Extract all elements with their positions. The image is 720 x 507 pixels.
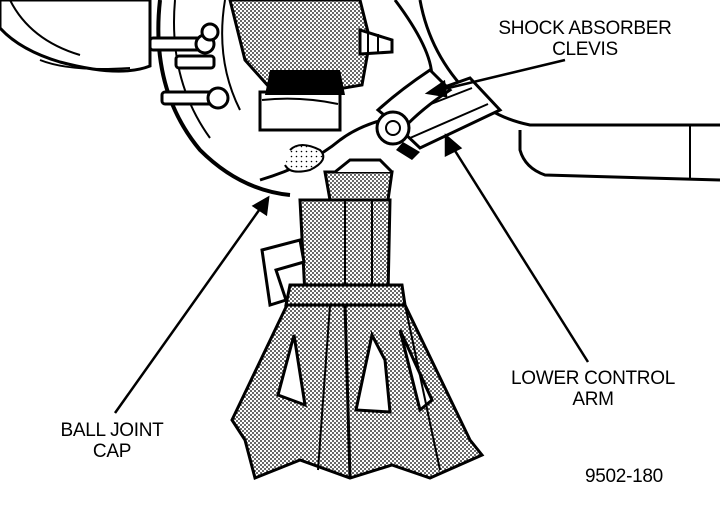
arrowhead-shock — [424, 79, 448, 98]
label-ball-line2: CAP — [92, 441, 132, 462]
label-lower-control-arm: LOWER CONTROL ARM — [488, 368, 698, 410]
leader-shock-absorber-clevis — [439, 58, 566, 92]
label-ball-joint-cap: BALL JOINT CAP — [42, 420, 182, 462]
wheel-studs — [148, 22, 230, 110]
leader-lines — [113, 58, 590, 414]
figure-number: 9502-180 — [585, 466, 663, 487]
shock-absorber-clevis — [375, 68, 453, 160]
fender — [0, 0, 152, 73]
arrowhead-lca — [444, 133, 463, 158]
leader-lower-control-arm — [450, 145, 590, 363]
leader-ball-joint-cap — [113, 205, 264, 414]
jack-stand — [230, 158, 485, 481]
label-shock-absorber-clevis: SHOCK ABSORBER CLEVIS — [470, 18, 700, 60]
label-lca-line2: ARM — [572, 389, 614, 410]
arrowhead-ball — [251, 195, 270, 217]
label-shock-line1: SHOCK ABSORBER — [498, 18, 672, 39]
steering-knuckle — [228, 0, 394, 132]
label-ball-line1: BALL JOINT — [60, 420, 164, 441]
label-lca-line1: LOWER CONTROL — [511, 368, 675, 389]
label-shock-line2: CLEVIS — [552, 39, 618, 60]
